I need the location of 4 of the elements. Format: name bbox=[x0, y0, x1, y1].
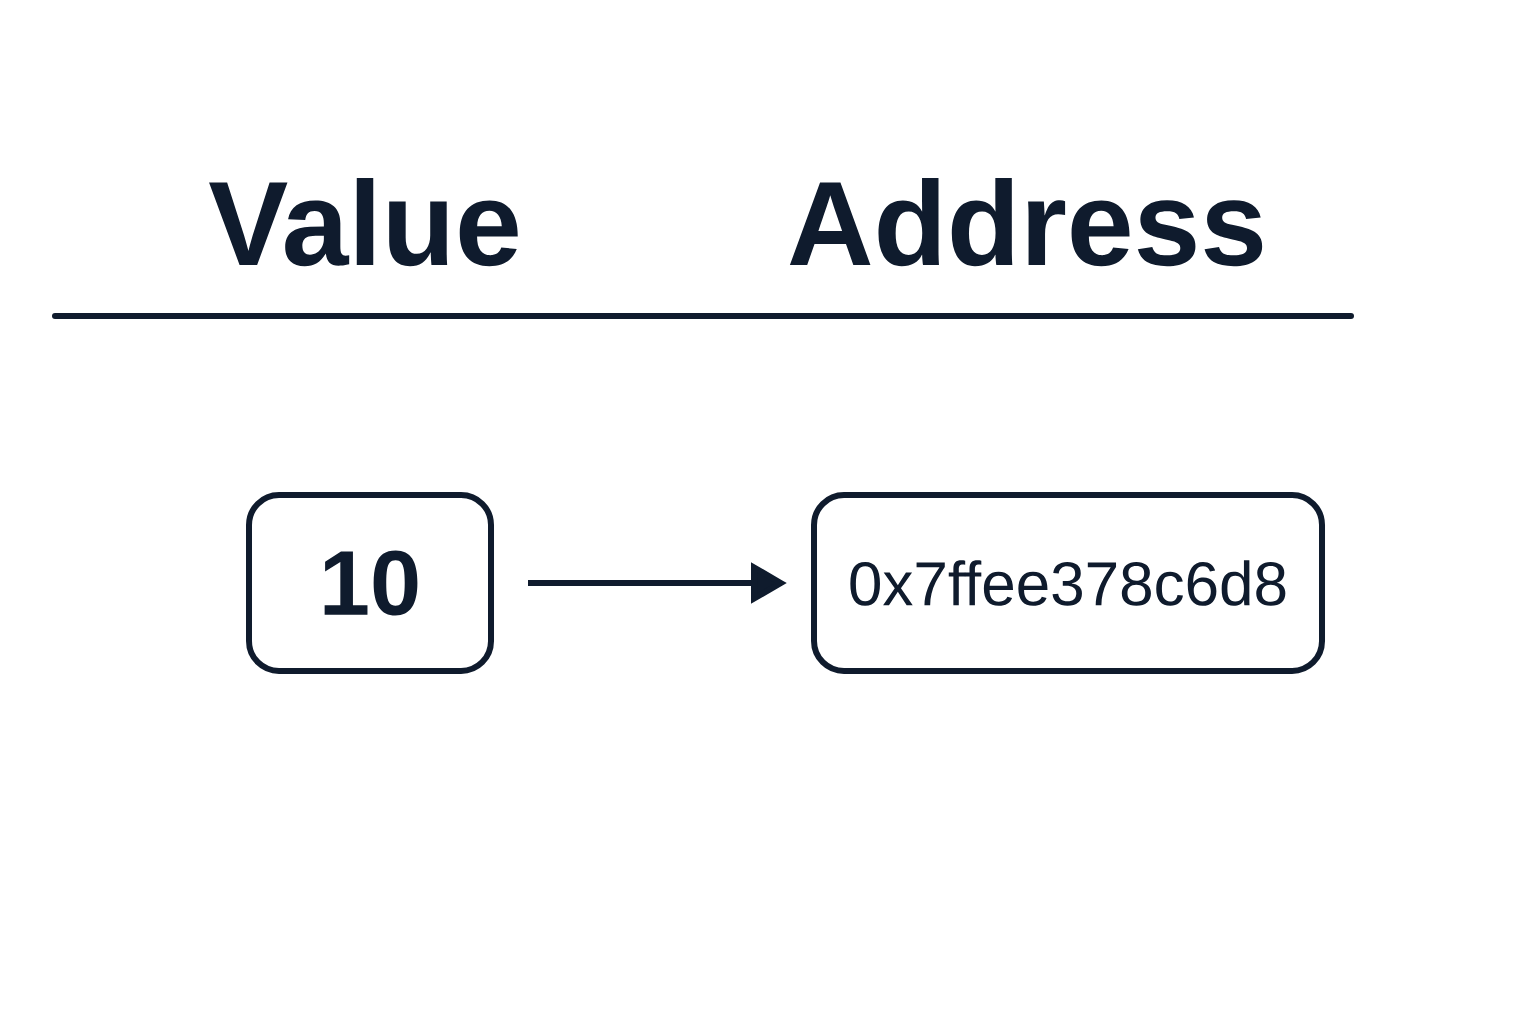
value-box: 0x7ffee378c6d8 bbox=[811, 492, 1325, 674]
value-box: 10 bbox=[246, 492, 494, 674]
column-header: Address bbox=[789, 178, 1263, 267]
column-header: Value bbox=[209, 178, 518, 267]
